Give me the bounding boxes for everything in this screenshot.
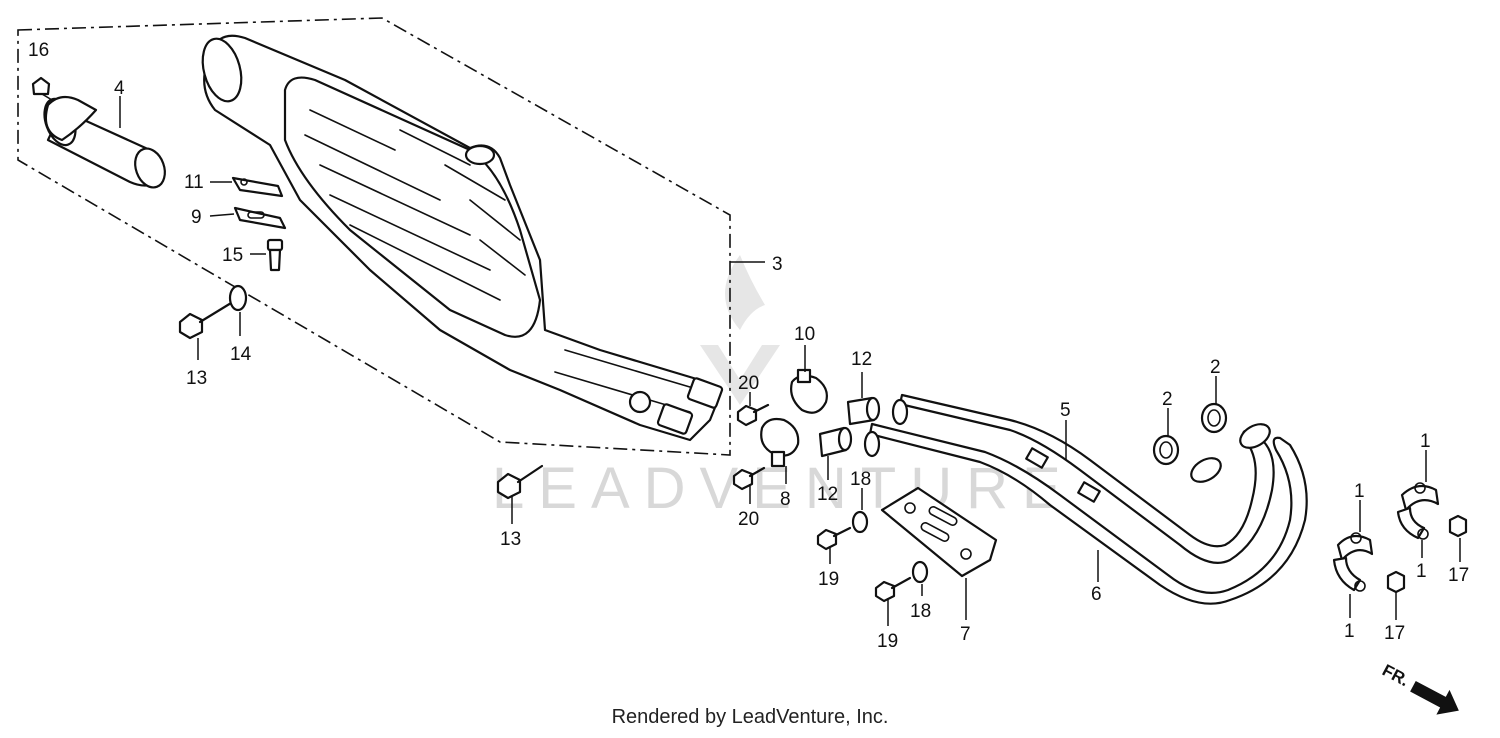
part-10-clamp — [790, 368, 828, 414]
part-7-protector-plate — [880, 486, 998, 578]
label-17-right: 17 — [1448, 565, 1469, 586]
label-3: 3 — [772, 254, 783, 275]
front-arrow-icon — [1410, 680, 1459, 715]
part-5-exhaust-pipe — [891, 393, 1275, 564]
label-7: 7 — [960, 624, 971, 645]
label-18-upper: 18 — [850, 469, 871, 490]
label-15: 15 — [222, 245, 243, 266]
muffler-assembly-boundary — [17, 17, 731, 456]
part-17-nut-left — [1386, 570, 1406, 594]
part-4-tail-pipe — [43, 95, 166, 189]
part-19-bolt-upper — [816, 526, 852, 551]
part-1-joint-collar-right — [1396, 482, 1440, 540]
label-14: 14 — [230, 344, 252, 365]
label-18-lower: 18 — [910, 601, 931, 622]
label-12-upper: 12 — [851, 349, 872, 370]
label-20-upper: 20 — [738, 373, 759, 394]
label-6: 6 — [1091, 584, 1102, 605]
part-12-collar-lower — [818, 426, 853, 458]
label-2-left: 2 — [1162, 389, 1173, 410]
part-13-bolt-lower — [496, 464, 544, 500]
leader-lines — [119, 96, 1461, 626]
part-2-gasket-right — [1200, 402, 1228, 434]
fr-label: FR. — [1379, 661, 1412, 691]
label-1-top-left: 1 — [1354, 481, 1365, 502]
part-13-bolt-upper — [178, 298, 238, 340]
part-18-washer-lower — [911, 560, 929, 584]
part-2-gasket-left — [1152, 434, 1180, 466]
watermark: LEADVENTURE — [492, 255, 1061, 521]
label-12-lower: 12 — [817, 484, 838, 505]
label-19-lower: 19 — [877, 631, 898, 652]
part-12-collar-upper — [846, 396, 881, 426]
label-16: 16 — [28, 40, 49, 61]
label-17-left: 17 — [1384, 623, 1405, 644]
label-13-lower: 13 — [500, 529, 521, 550]
part-20-bolt-lower — [732, 466, 766, 491]
part-15-screw — [266, 238, 284, 272]
callout-labels: 16 4 11 9 15 3 13 14 13 10 12 12 8 20 20… — [28, 40, 1469, 652]
label-8: 8 — [780, 489, 791, 510]
footer-credit: Rendered by LeadVenture, Inc. — [611, 706, 889, 728]
label-19-upper: 19 — [818, 569, 839, 590]
part-16-bolt — [31, 76, 53, 101]
part-1-joint-collar-left — [1332, 532, 1374, 592]
label-9: 9 — [191, 207, 202, 228]
part-9-gasket — [233, 206, 287, 230]
part-14-washer — [228, 284, 248, 312]
label-10: 10 — [794, 324, 815, 345]
part-3-muffler — [201, 34, 724, 442]
label-1-bottom-left: 1 — [1344, 621, 1355, 642]
part-18-washer-upper — [851, 510, 869, 534]
label-11: 11 — [184, 172, 204, 193]
part-17-nut-right — [1448, 514, 1468, 538]
label-2-right: 2 — [1210, 357, 1221, 378]
part-20-bolt-upper — [736, 403, 770, 427]
label-1-top-right: 1 — [1420, 431, 1431, 452]
part-8-clamp — [760, 417, 800, 468]
part-19-bolt-lower — [874, 576, 912, 603]
label-13-upper: 13 — [186, 368, 207, 389]
label-5: 5 — [1060, 400, 1071, 421]
label-20-lower: 20 — [738, 509, 759, 530]
part-6-exhaust-pipe — [863, 422, 1308, 605]
part-11-plate — [231, 176, 284, 198]
label-1-bottom-right: 1 — [1416, 561, 1427, 582]
label-4: 4 — [114, 78, 125, 99]
